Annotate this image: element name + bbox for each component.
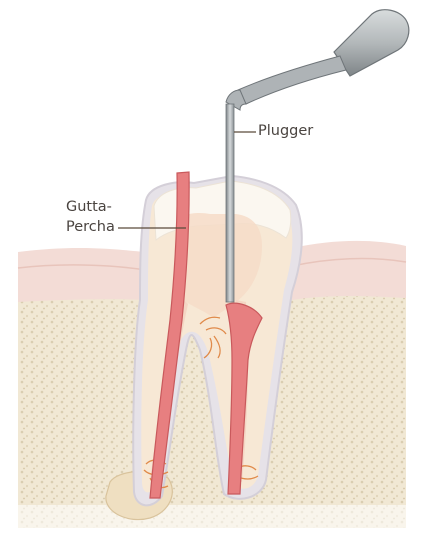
plugger-handle	[334, 10, 409, 76]
gutta-percha-label-line1: Gutta-	[66, 198, 112, 216]
plugger-neck	[238, 56, 346, 104]
plugger-label: Plugger	[258, 122, 313, 140]
gum-tissue-right	[292, 241, 406, 300]
gum-tissue	[18, 248, 146, 302]
gutta-percha-label-line2: Percha	[66, 218, 115, 236]
plugger-shaft	[226, 104, 234, 302]
